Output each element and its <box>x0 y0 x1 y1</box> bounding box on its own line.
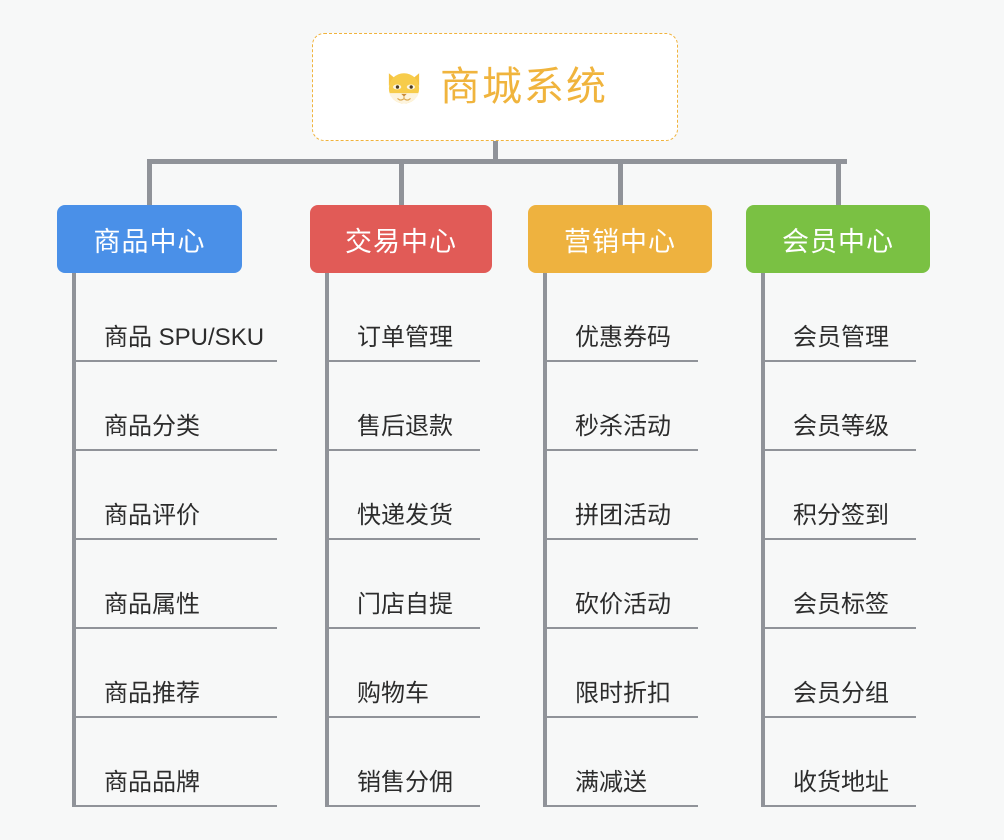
leaf-label: 商品推荐 <box>104 680 200 707</box>
list-item[interactable]: 商品分类 <box>72 362 277 451</box>
list-item[interactable]: 商品属性 <box>72 540 277 629</box>
category-label: 商品中心 <box>93 226 206 257</box>
category-label: 交易中心 <box>345 226 457 257</box>
column-product-center: 商品 SPU/SKU 商品分类 商品评价 商品属性 商品推荐 商品品牌 <box>72 273 277 807</box>
leaf-label: 收货地址 <box>793 769 889 796</box>
leaf-label: 售后退款 <box>357 413 453 440</box>
leaf-label: 会员分组 <box>793 680 889 707</box>
list-item[interactable]: 限时折扣 <box>543 629 698 718</box>
leaf-label: 限时折扣 <box>575 680 671 707</box>
list-item[interactable]: 会员标签 <box>761 540 916 629</box>
column-trade-center: 订单管理 售后退款 快递发货 门店自提 购物车 销售分佣 <box>325 273 480 807</box>
leaf-label: 商品品牌 <box>104 769 200 796</box>
list-item[interactable]: 商品 SPU/SKU <box>72 273 277 362</box>
leaf-label: 会员管理 <box>793 324 889 351</box>
list-item[interactable]: 会员等级 <box>761 362 916 451</box>
root-title: 商城系统 <box>440 65 608 109</box>
root-node[interactable]: 商城系统 <box>312 33 678 141</box>
leaf-label: 快递发货 <box>357 502 453 529</box>
connector-drop-product-center <box>147 159 152 205</box>
list-item[interactable]: 会员管理 <box>761 273 916 362</box>
list-item[interactable]: 拼团活动 <box>543 451 698 540</box>
column-spine <box>72 273 76 807</box>
leaf-label: 满减送 <box>575 769 647 796</box>
category-label: 会员中心 <box>782 226 894 257</box>
leaf-label: 商品属性 <box>104 591 200 618</box>
leaf-label: 商品评价 <box>104 502 200 529</box>
leaf-label: 商品 SPU/SKU <box>104 324 265 351</box>
category-box-trade-center[interactable]: 交易中心 <box>310 205 492 273</box>
column-spine <box>761 273 765 807</box>
column-spine <box>543 273 547 807</box>
category-label: 营销中心 <box>564 226 676 257</box>
leaf-label: 优惠券码 <box>575 324 671 351</box>
list-item[interactable]: 订单管理 <box>325 273 480 362</box>
list-item[interactable]: 商品评价 <box>72 451 277 540</box>
column-member-center: 会员管理 会员等级 积分签到 会员标签 会员分组 收货地址 <box>761 273 916 807</box>
leaf-label: 砍价活动 <box>575 591 671 618</box>
leaf-label: 会员等级 <box>793 413 889 440</box>
leaf-label: 积分签到 <box>793 502 889 529</box>
category-box-marketing-center[interactable]: 营销中心 <box>528 205 712 273</box>
category-box-product-center[interactable]: 商品中心 <box>57 205 242 273</box>
leaf-label: 秒杀活动 <box>575 413 671 440</box>
connector-drop-trade-center <box>398 159 404 205</box>
list-item[interactable]: 积分签到 <box>761 451 916 540</box>
leaf-label: 购物车 <box>357 680 429 707</box>
leaf-label: 会员标签 <box>793 591 889 618</box>
list-item[interactable]: 门店自提 <box>325 540 480 629</box>
list-item[interactable]: 满减送 <box>543 718 698 807</box>
list-item[interactable]: 砍价活动 <box>543 540 698 629</box>
list-item[interactable]: 购物车 <box>325 629 480 718</box>
list-item[interactable]: 收货地址 <box>761 718 916 807</box>
leaf-label: 拼团活动 <box>575 502 671 529</box>
leaf-label: 门店自提 <box>357 591 453 618</box>
connector-horizontal-bus <box>147 159 847 164</box>
list-item[interactable]: 秒杀活动 <box>543 362 698 451</box>
list-item[interactable]: 售后退款 <box>325 362 480 451</box>
leaf-label: 商品分类 <box>104 413 200 440</box>
list-item[interactable]: 优惠券码 <box>543 273 698 362</box>
category-box-member-center[interactable]: 会员中心 <box>746 205 930 273</box>
leaf-label: 销售分佣 <box>357 769 453 796</box>
list-item[interactable]: 会员分组 <box>761 629 916 718</box>
list-item[interactable]: 商品品牌 <box>72 718 277 807</box>
list-item[interactable]: 销售分佣 <box>325 718 480 807</box>
list-item[interactable]: 快递发货 <box>325 451 480 540</box>
column-spine <box>325 273 329 807</box>
leaf-label: 订单管理 <box>357 324 453 351</box>
connector-drop-member-center <box>835 159 841 205</box>
shiba-dog-face-icon <box>382 65 426 109</box>
column-marketing-center: 优惠券码 秒杀活动 拼团活动 砍价活动 限时折扣 满减送 <box>543 273 698 807</box>
list-item[interactable]: 商品推荐 <box>72 629 277 718</box>
connector-root-stem <box>493 141 498 163</box>
connector-drop-marketing-center <box>617 159 623 205</box>
